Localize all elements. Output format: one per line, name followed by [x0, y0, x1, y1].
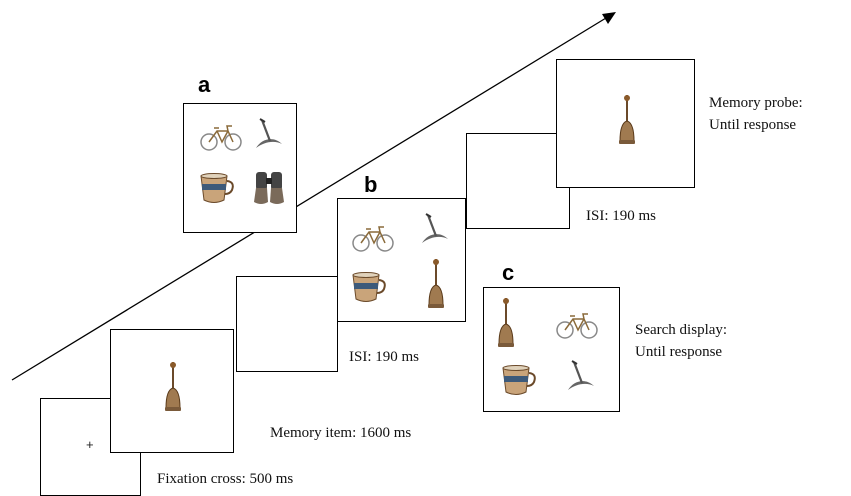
panel-c-display [483, 287, 620, 412]
bicycle-icon [556, 313, 598, 339]
isi-caption-2: ISI: 190 ms [586, 208, 657, 224]
bell-icon [619, 95, 635, 144]
bell-icon [165, 362, 181, 411]
memory-probe-caption-2: Until response [709, 117, 797, 133]
pickaxe-icon [422, 213, 448, 243]
isi-frame-2 [466, 133, 570, 229]
bell-icon [428, 259, 444, 308]
panel-letter-a: a [198, 72, 211, 97]
memory-probe-frame [556, 59, 695, 188]
cup-icon [200, 173, 234, 203]
search-display-caption-1: Search display: [635, 322, 728, 338]
bicycle-icon [200, 125, 242, 151]
bicycle-icon [352, 226, 394, 252]
panel-b-display [337, 198, 466, 322]
isi-caption-1: ISI: 190 ms [349, 349, 420, 365]
fixation-caption: Fixation cross: 500 ms [157, 471, 294, 487]
binoculars-icon [254, 172, 284, 204]
memory-item-frame [110, 329, 234, 453]
cup-icon [352, 272, 386, 302]
isi-frame-1 [236, 276, 338, 372]
fixation-cross: + [86, 437, 94, 452]
bell-icon [498, 298, 514, 347]
cup-icon [502, 365, 536, 395]
memory-probe-caption-1: Memory probe: [709, 95, 803, 111]
panel-letter-b: b [364, 172, 378, 197]
pickaxe-icon [568, 360, 594, 390]
panel-letter-c: c [502, 260, 515, 285]
search-display-caption-2: Until response [635, 344, 723, 360]
memory-item-caption: Memory item: 1600 ms [270, 425, 412, 441]
pickaxe-icon [256, 118, 282, 148]
panel-a-display [183, 103, 297, 233]
